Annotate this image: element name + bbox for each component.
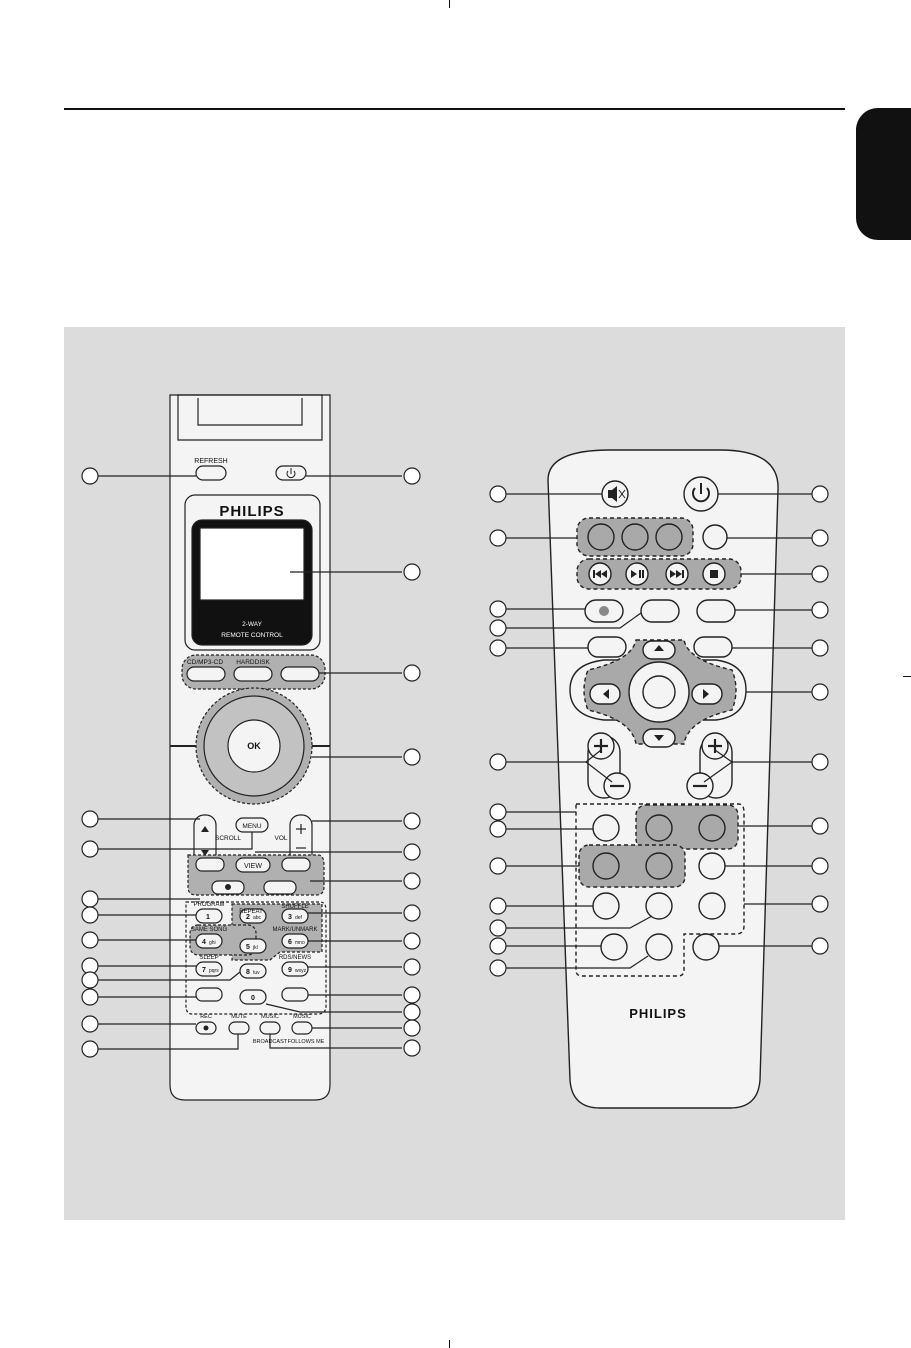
rec-label: REC [200,1014,212,1020]
ok-label: OK [247,741,261,751]
refresh-label: REFRESH [194,458,227,465]
key-6-sub: mno [295,940,305,946]
music-broadcast-button[interactable] [260,1022,280,1034]
blank-button-a[interactable] [641,600,679,622]
key-6-label: 6 [288,939,292,946]
key-r11[interactable] [693,934,719,960]
key-7-sub: pqrs [209,968,219,974]
followsme-label: FOLLOWS ME [288,1039,325,1045]
program-label: PROGRAM [193,902,224,908]
screen-caption-2: REMOTE CONTROL [221,632,283,639]
key-4-sub: ghi [209,940,216,946]
key-r6[interactable] [699,853,725,879]
next-button[interactable] [282,858,310,871]
stop-icon [710,570,718,578]
key-2-sub: abc [253,915,262,921]
key-8-sub: tuv [253,970,260,976]
screen-caption-1: 2-WAY [242,621,263,628]
display-screen [200,528,304,600]
key-r3[interactable] [699,815,725,841]
key-9-label: 9 [288,967,292,974]
left-menu-button[interactable] [588,637,626,657]
source-button-2[interactable] [622,524,648,550]
key-right-blank[interactable] [282,988,308,1001]
center-ok-button[interactable] [643,676,675,708]
key-r5[interactable] [646,853,672,879]
broadcast-label: BROADCAST [253,1039,288,1045]
cd-mp3-label: CD/MP3-CD [187,659,223,666]
rdsnews-label: RDS/NEWS [279,955,311,961]
mute-button[interactable] [229,1022,249,1034]
play-pause-small-button[interactable] [264,881,296,894]
key-r1[interactable] [593,815,619,841]
record-icon [599,606,609,616]
key-8-label: 8 [246,969,250,976]
mute-label: MUTE [231,1014,247,1020]
previous-button[interactable] [196,858,224,871]
refresh-button[interactable] [196,466,226,480]
record-icon [225,884,231,890]
vol-label: VOL [274,835,287,842]
key-3-label: 3 [288,914,292,921]
key-r10[interactable] [601,934,627,960]
source-button-1[interactable] [588,524,614,550]
key-1-label: 1 [206,914,210,921]
music-follows-label: MUSIC [293,1014,311,1020]
key-r0[interactable] [646,934,672,960]
left-brand: PHILIPS [219,503,284,520]
key-r2[interactable] [646,815,672,841]
key-0-label: 0 [251,995,255,1002]
shuffle-label: SHUFFLE [281,904,308,910]
key-4-label: 4 [202,939,206,946]
menu-label: MENU [242,823,261,830]
key-7-label: 7 [202,967,206,974]
sleep-label: SLEEP [199,955,218,961]
key-3-sub: def [295,915,303,921]
harddisk-button[interactable] [234,667,272,681]
cd-mp3-button[interactable] [187,667,225,681]
key-9-sub: wxyz [295,968,307,974]
scroll-label: SCROLL [215,835,241,842]
key-5-label: 5 [246,944,250,951]
samesong-label: SAME SONG [191,927,228,933]
source-button-3[interactable] [656,524,682,550]
source3-button[interactable] [281,667,319,681]
key-left-blank[interactable] [196,988,222,1001]
markunmark-label: MARK/UNMARK [272,927,317,933]
key-2-label: 2 [246,914,250,921]
music-follows-me-button[interactable] [292,1022,312,1034]
harddisk-label: HARDDISK [236,659,270,666]
key-r9[interactable] [699,893,725,919]
view-label: VIEW [244,863,262,870]
music-broadcast-label: MUSIC [261,1014,279,1020]
key-r7[interactable] [593,893,619,919]
key-r4[interactable] [593,853,619,879]
right-menu-button[interactable] [694,637,732,657]
key-5-sub: jkl [252,945,258,951]
key-r8[interactable] [646,893,672,919]
blank-button-b[interactable] [697,600,735,622]
extra-button[interactable] [703,525,727,549]
right-brand: PHILIPS [629,1006,687,1021]
